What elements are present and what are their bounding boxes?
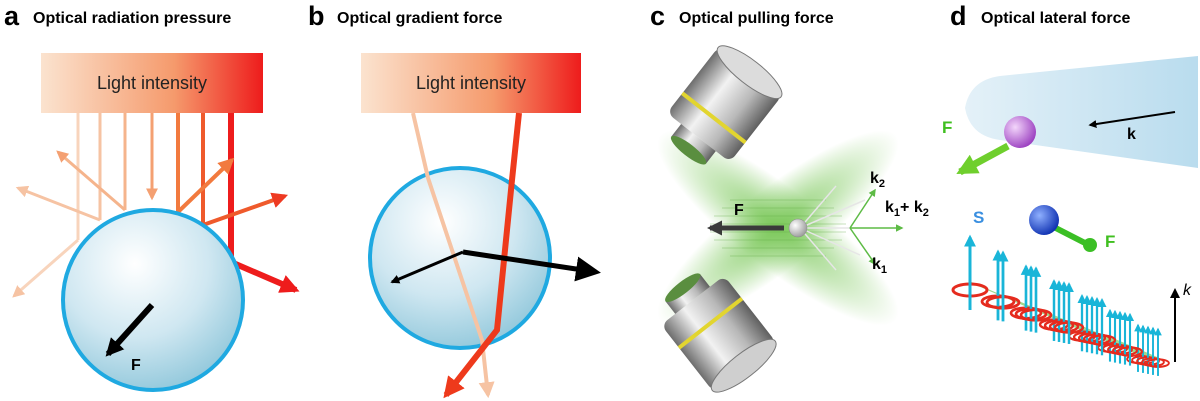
intensity-label-a: Light intensity bbox=[96, 72, 208, 93]
k-axis-label: k bbox=[1183, 282, 1191, 299]
panel-d: d Optical lateral force F k S F k bbox=[940, 0, 1200, 401]
intensity-bar-a bbox=[41, 53, 263, 113]
panel-title-b: Optical gradient force bbox=[337, 10, 503, 27]
k1-label: k1 bbox=[872, 256, 888, 277]
panel-label-d: d bbox=[950, 1, 967, 31]
purple-particle bbox=[1004, 116, 1036, 148]
k-arrow-top bbox=[1088, 111, 1176, 128]
blue-particle bbox=[1029, 205, 1059, 235]
radiation-pressure-diagram bbox=[12, 53, 300, 392]
intensity-label-b: Light intensity bbox=[415, 72, 527, 93]
force-label-bottom: F bbox=[1105, 232, 1116, 251]
panel-label-b: b bbox=[308, 1, 325, 31]
panel-c: c Optical pulling force F k2 k1+ k2 k1 bbox=[610, 0, 940, 401]
lateral-force-diagram bbox=[951, 56, 1198, 376]
spin-lattice bbox=[951, 234, 1170, 376]
objective-bottom bbox=[664, 273, 777, 393]
panel-title-c: Optical pulling force bbox=[679, 10, 834, 27]
panel-a: a Optical radiation pressure Light inten… bbox=[0, 0, 300, 401]
force-arrow-top bbox=[956, 142, 1010, 176]
objective-top bbox=[670, 45, 783, 165]
force-arrow-a bbox=[105, 302, 155, 357]
spin-label: S bbox=[973, 208, 985, 227]
force-label-c: F bbox=[734, 202, 744, 219]
panel-b: b Optical gradient force Light intensity bbox=[300, 0, 610, 401]
panel-label-c: c bbox=[650, 1, 666, 31]
particle-c bbox=[788, 218, 808, 238]
k2-arrow bbox=[849, 188, 876, 229]
small-force-arrow-b bbox=[390, 250, 464, 284]
k1-arrow bbox=[849, 227, 876, 266]
panel-label-a: a bbox=[4, 1, 20, 31]
panel-title-d: Optical lateral force bbox=[981, 10, 1131, 27]
panel-title-a: Optical radiation pressure bbox=[33, 10, 232, 27]
gradient-force-diagram bbox=[361, 53, 601, 399]
intensity-bar-b bbox=[361, 53, 581, 113]
pulling-force-diagram bbox=[657, 45, 904, 393]
ksum-label: k1+ k2 bbox=[885, 199, 929, 220]
large-force-arrow-b bbox=[462, 249, 601, 282]
sphere-a bbox=[61, 208, 245, 392]
k-label-top: k bbox=[1127, 126, 1136, 143]
force-label-top: F bbox=[942, 118, 953, 137]
force-label-a: F bbox=[131, 357, 141, 374]
sphere-b bbox=[368, 166, 552, 350]
k2-label: k2 bbox=[870, 170, 886, 191]
